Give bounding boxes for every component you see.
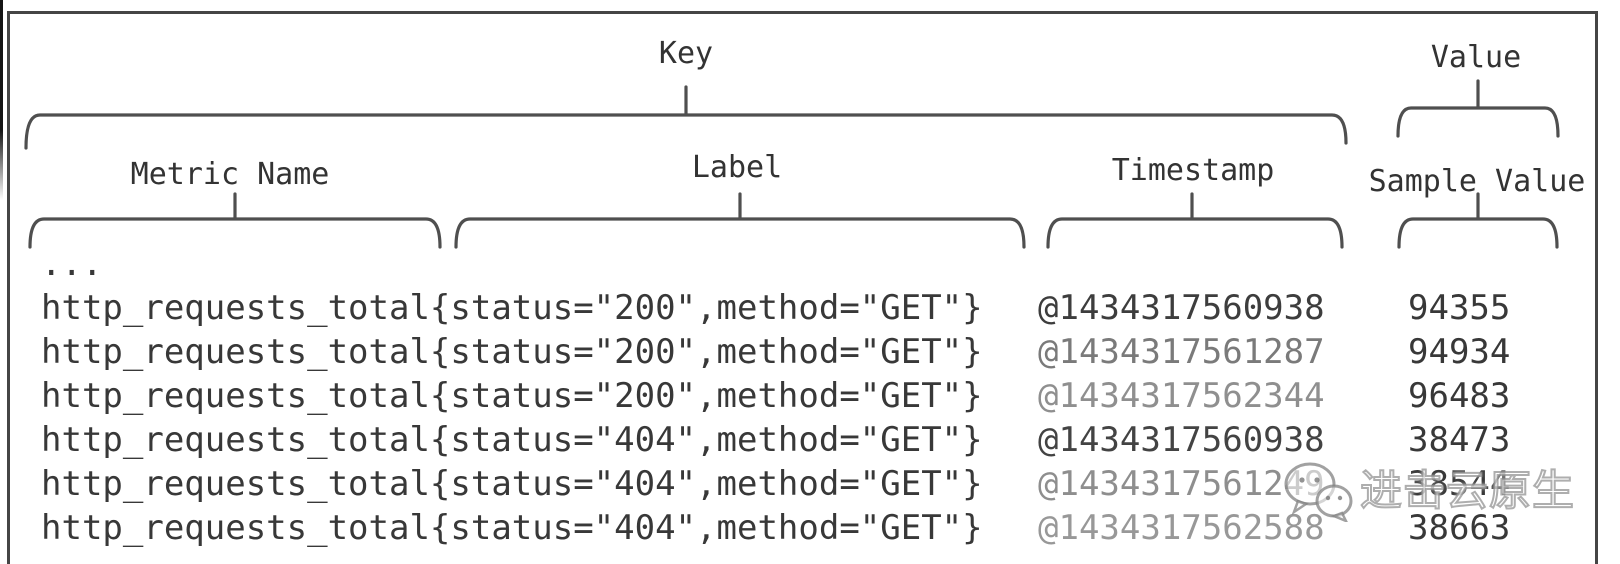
sample-rows: ... http_requests_total{status="200",met…: [41, 242, 1601, 550]
metric-cell: http_requests_total{status="200",method=…: [41, 376, 983, 416]
wechat-icon: [1284, 462, 1353, 522]
ellipsis: ...: [41, 244, 103, 284]
sample-row: http_requests_total{status="404",method=…: [41, 506, 1601, 550]
timestamp-cell: @1434317561249: [1038, 464, 1325, 504]
value-cell: 94355: [1408, 288, 1511, 328]
sample-row: http_requests_total{status="404",method=…: [41, 418, 1601, 462]
timestamp-cell: @1434317562588: [1038, 508, 1325, 548]
value-label: Value: [1430, 40, 1522, 75]
metric-cell: http_requests_total{status="200",method=…: [41, 288, 983, 328]
metric-cell: http_requests_total{status="404",method=…: [41, 464, 983, 504]
diagram-frame: [7, 11, 1598, 564]
timestamp-cell: @1434317560938: [1038, 288, 1325, 328]
left-edge-artifact: [0, 0, 3, 200]
value-cell: 38473: [1408, 420, 1511, 460]
sample-value-brace: [1397, 192, 1559, 249]
label-label: Label: [691, 150, 783, 185]
value-cell: 96483: [1408, 376, 1511, 416]
key-label: Key: [658, 36, 714, 71]
value-cell: 94934: [1408, 332, 1511, 372]
value-cell: 38544: [1408, 464, 1511, 504]
sample-row: http_requests_total{status="404",method=…: [41, 462, 1601, 506]
metric-cell: http_requests_total{status="404",method=…: [41, 420, 983, 460]
timestamp-cell: @1434317561287: [1038, 332, 1325, 372]
watermark: 进击云原生: [1282, 460, 1575, 522]
timestamp-cell: @1434317560938: [1038, 420, 1325, 460]
sample-value-label: Sample Value: [1368, 164, 1586, 199]
sample-row: http_requests_total{status="200",method=…: [41, 286, 1601, 330]
watermark-text: 进击云原生: [1359, 465, 1576, 516]
sample-row: http_requests_total{status="200",method=…: [41, 374, 1601, 418]
timestamp-label: Timestamp: [1111, 153, 1275, 188]
timestamp-cell: @1434317562344: [1038, 376, 1325, 416]
value-brace: [1396, 79, 1560, 138]
value-cell: 38663: [1408, 508, 1511, 548]
metric-name-brace: [28, 192, 442, 249]
metric-name-label: Metric Name: [130, 157, 330, 192]
key-brace: [24, 85, 1348, 150]
metric-cell: http_requests_total{status="200",method=…: [41, 332, 983, 372]
timestamp-brace: [1046, 192, 1344, 249]
sample-row: http_requests_total{status="200",method=…: [41, 330, 1601, 374]
label-brace: [454, 192, 1026, 249]
metric-cell: http_requests_total{status="404",method=…: [41, 508, 983, 548]
ellipsis-row: ...: [41, 242, 1601, 286]
